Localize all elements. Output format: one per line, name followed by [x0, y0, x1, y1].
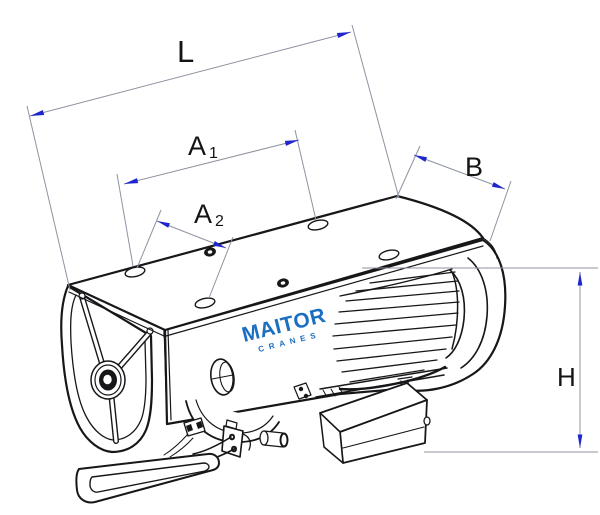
mounting-hole [124, 266, 146, 278]
label-A2-sub: 2 [215, 213, 224, 230]
plate-bolts [204, 247, 289, 288]
dimension-lines [26, 24, 598, 453]
dimension-B-lines [395, 145, 512, 242]
control-box-knob [423, 416, 431, 426]
body-left-edge [163, 325, 172, 424]
power-cable [163, 433, 194, 458]
arrow-B-left [414, 155, 428, 162]
arrow-H-top [577, 272, 583, 286]
arrow-H-bottom [577, 434, 583, 448]
dimension-labels: L A 1 A 2 B H [177, 34, 576, 392]
control-box [319, 382, 431, 464]
motor-seam [339, 268, 453, 297]
dimension-arrows [30, 32, 583, 448]
arrow-A1-left [124, 178, 139, 184]
label-A1: A [188, 131, 206, 161]
dimension-L-lines [26, 24, 400, 291]
side-handle-slot [210, 358, 235, 396]
hook-bracket [221, 419, 251, 458]
label-width-B: B [465, 152, 483, 182]
limit-switch-cylinder [259, 430, 289, 448]
fin-end-arc [451, 271, 459, 350]
motor-fan-cover [445, 257, 489, 369]
arrow-A2-right [213, 241, 226, 248]
arrow-A2-left [157, 221, 170, 228]
drum-support-bracket [293, 382, 312, 400]
dimension-H-lines [362, 267, 598, 453]
arrow-A1-right [284, 140, 299, 146]
label-A2: A [194, 199, 212, 229]
cable-clamp [163, 417, 206, 458]
arrow-B-right [491, 182, 505, 189]
support-rods [78, 292, 154, 444]
label-length-L: L [177, 34, 194, 69]
label-A1-sub: 1 [209, 145, 218, 162]
mounting-hole [378, 249, 400, 261]
rope-guide-hub [90, 360, 126, 400]
label-height-H: H [557, 362, 576, 392]
top-mounting-plate [66, 194, 498, 338]
hoist-drawing [60, 194, 507, 504]
mounting-holes [124, 219, 400, 309]
arrow-L-right [336, 32, 351, 38]
arrow-L-left [30, 110, 45, 116]
mounting-hole [307, 219, 329, 231]
mounting-hole [194, 297, 216, 309]
hook-arm-loop [75, 436, 237, 504]
dimension-A1-lines [116, 129, 317, 267]
